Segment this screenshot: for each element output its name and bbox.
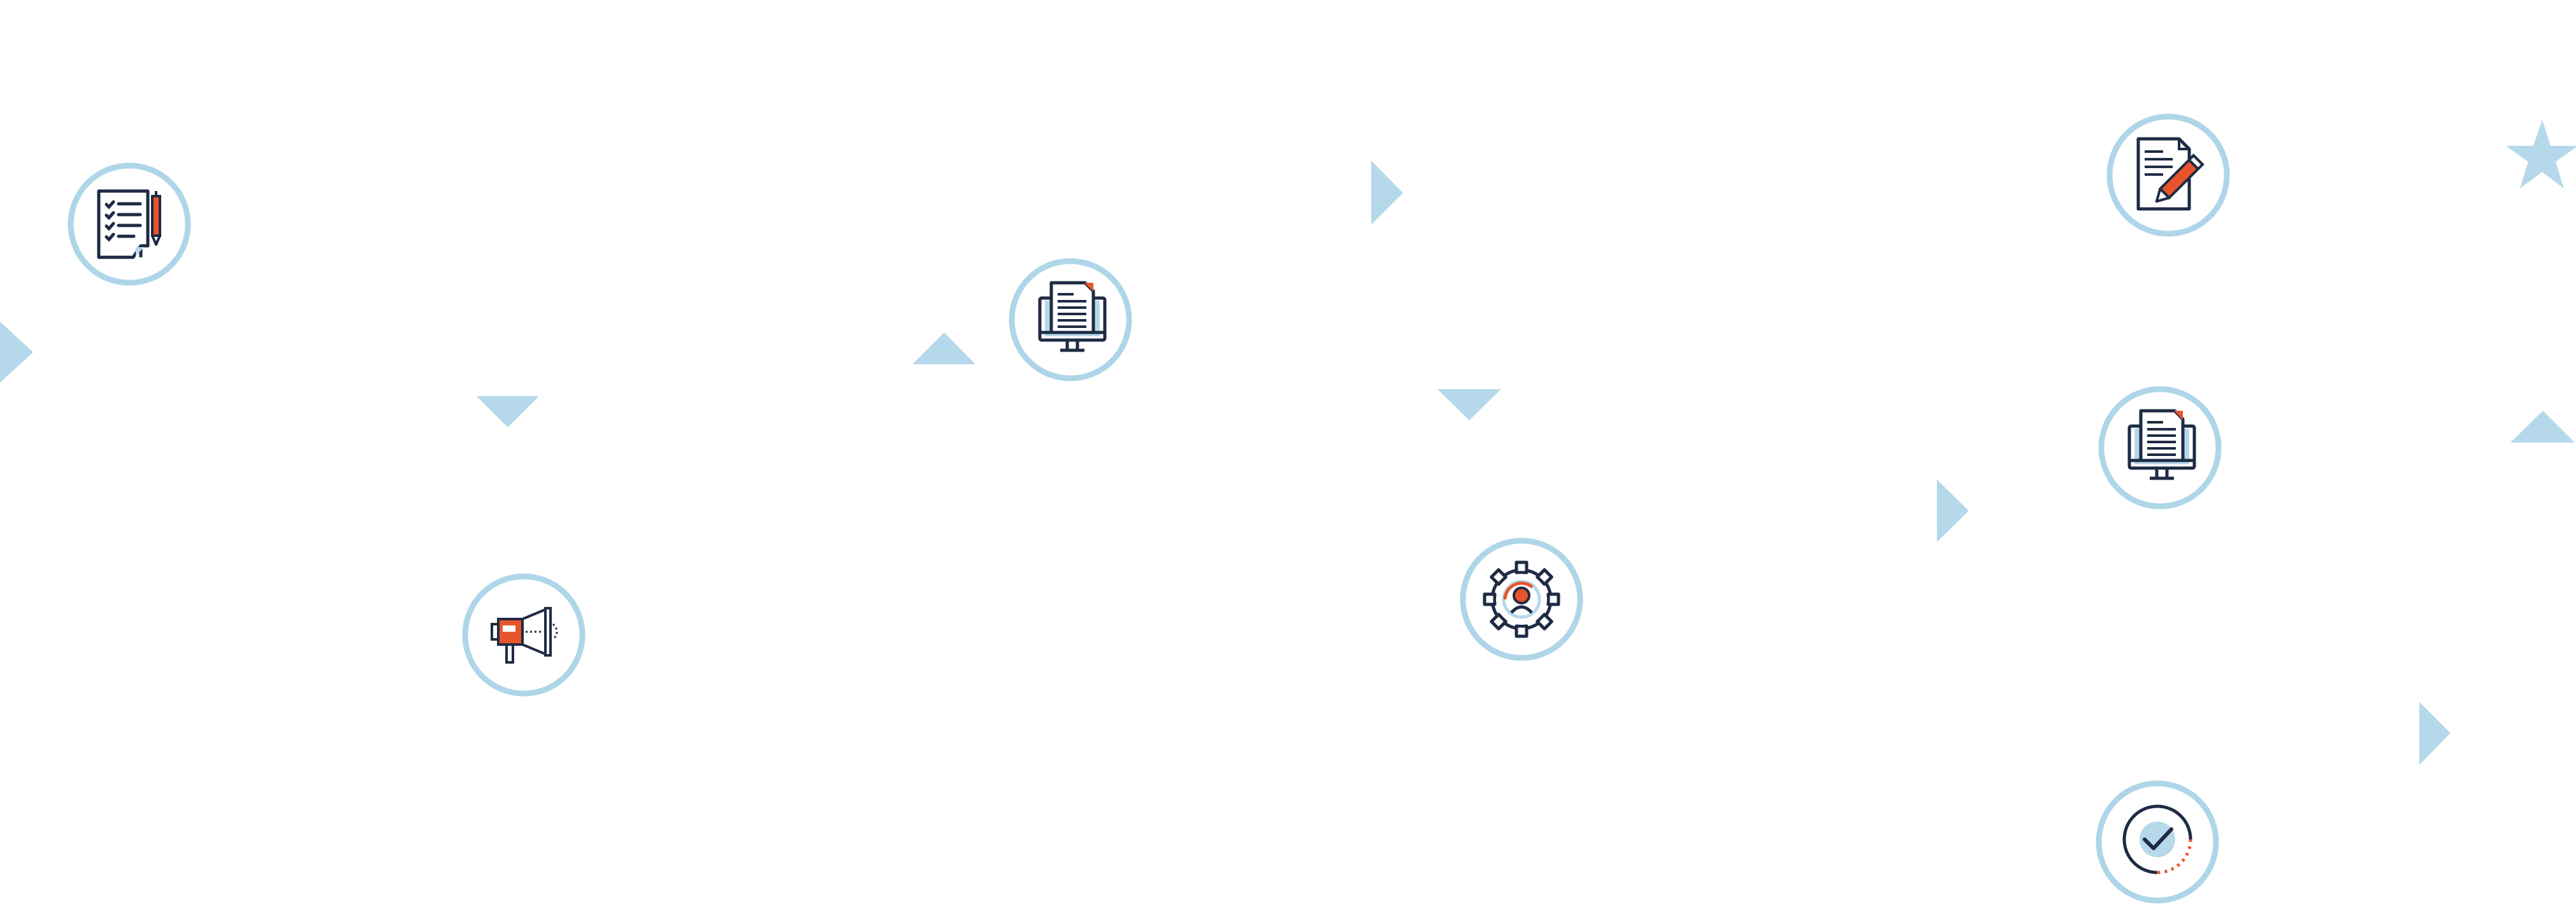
triangle-right-decoration [1937, 480, 1969, 542]
document-pencil-icon [2106, 113, 2230, 237]
triangle-right-decoration [0, 322, 33, 383]
triangle-down-decoration [477, 396, 539, 427]
triangle-right-decoration [2419, 702, 2450, 765]
triangle-up-decoration [2510, 411, 2575, 443]
triangle-right-decoration [1371, 160, 1403, 225]
check-circle-icon [2096, 780, 2219, 904]
decorative-shapes [0, 120, 2576, 765]
triangle-up-decoration [912, 332, 975, 364]
triangle-down-decoration [1437, 389, 1501, 420]
megaphone-icon [462, 573, 586, 697]
monitor-document-icon [1009, 258, 1132, 381]
star-decoration [2506, 120, 2576, 189]
monitor-document-icon [2098, 386, 2222, 510]
checklist-pencil-icon [68, 162, 191, 286]
gear-person-icon [1460, 538, 1583, 661]
